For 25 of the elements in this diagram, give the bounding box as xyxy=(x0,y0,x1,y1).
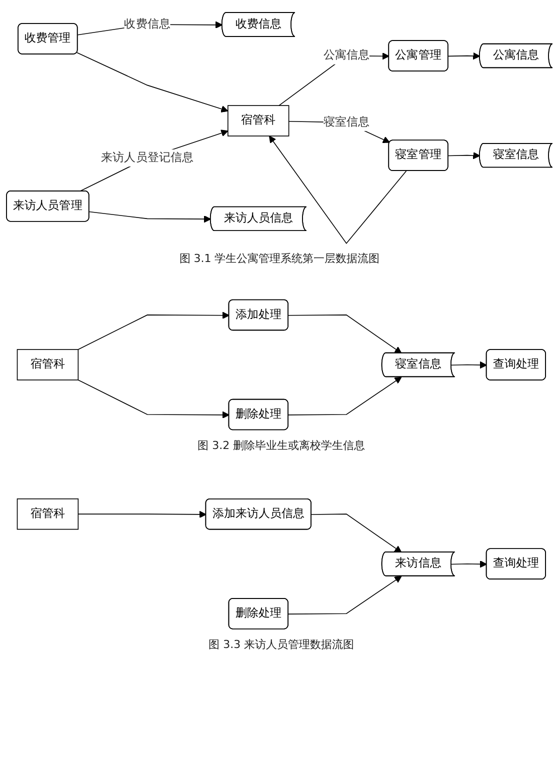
arrow xyxy=(88,211,212,223)
edge-label: 收费信息 xyxy=(124,18,170,31)
arrow xyxy=(450,560,488,568)
arrow xyxy=(78,510,206,518)
node-box: 宿管科 xyxy=(16,349,79,380)
figure-caption: 图 3.3 来访人员管理数据流图 xyxy=(208,636,354,652)
figure-caption: 图 3.2 删除毕业生或离校学生信息 xyxy=(198,438,366,453)
arrow xyxy=(78,312,230,350)
edge-label: 寝室信息 xyxy=(323,115,370,129)
node-box: 宿管科 xyxy=(228,105,290,136)
arrow xyxy=(268,136,407,244)
node-box: 宿管科 xyxy=(16,498,79,530)
arrow xyxy=(450,361,488,369)
arrow xyxy=(78,380,230,419)
figure-caption: 图 3.1 学生公寓管理系统第一层数据流图 xyxy=(179,251,380,266)
arrow xyxy=(311,514,402,553)
edge-label: 来访人员登记信息 xyxy=(101,151,194,164)
arrow xyxy=(288,376,402,416)
arrow xyxy=(448,52,480,60)
arrow xyxy=(79,130,228,192)
arrow xyxy=(448,152,480,160)
arrow xyxy=(76,52,228,112)
arrow xyxy=(288,314,402,354)
edge-label: 公寓信息 xyxy=(323,48,370,62)
arrow xyxy=(288,576,402,614)
